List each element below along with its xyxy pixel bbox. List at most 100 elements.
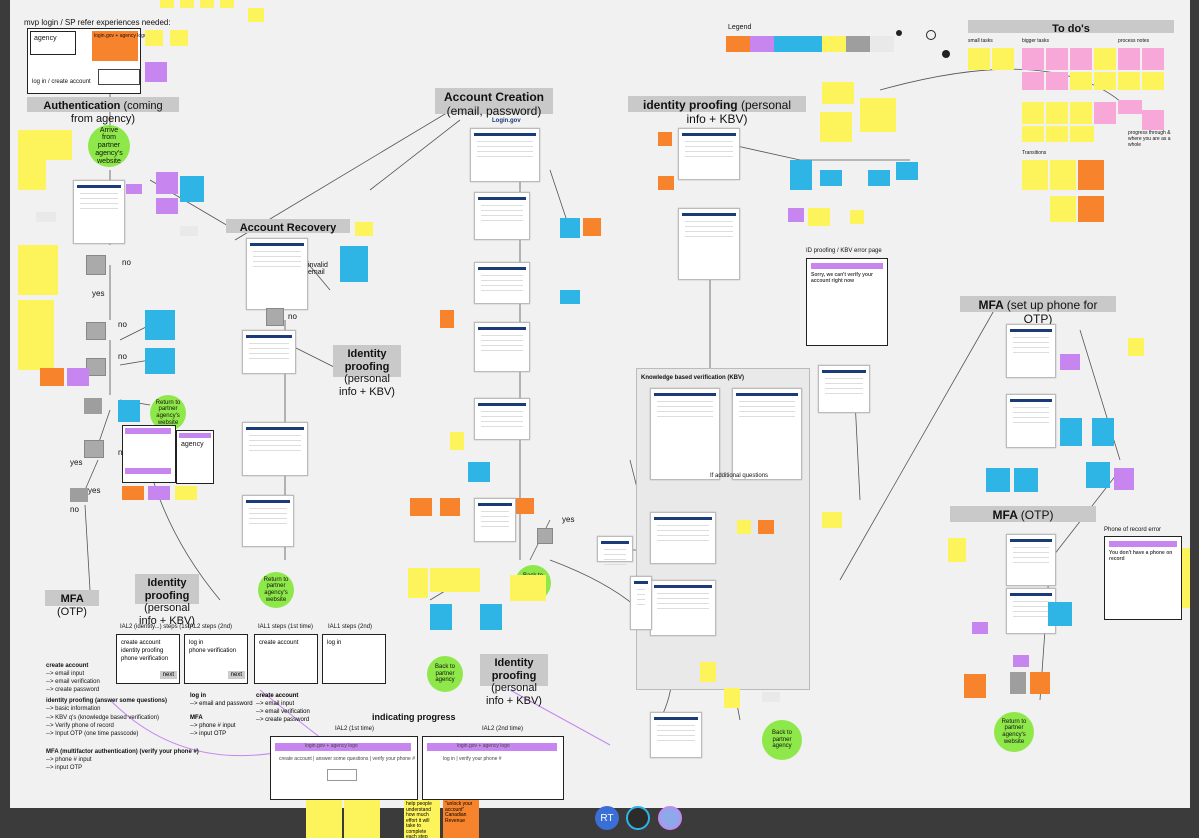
creation-screen-thumb-2[interactable] [474, 192, 530, 240]
kbv-mini-thumb[interactable] [597, 536, 633, 567]
sticky-note[interactable] [468, 462, 490, 482]
avatar-photo[interactable] [626, 806, 650, 830]
sticky-note[interactable] [948, 538, 966, 562]
sticky-note[interactable] [145, 30, 163, 46]
kbv-screen-thumb-3[interactable] [650, 512, 716, 564]
sticky-note[interactable] [1022, 126, 1044, 142]
sticky-note[interactable] [968, 48, 990, 70]
next-button[interactable]: next [227, 671, 245, 679]
sticky-note[interactable] [160, 0, 174, 8]
sticky-note[interactable] [822, 82, 854, 104]
sticky-note[interactable] [1118, 72, 1140, 90]
help-people-note[interactable]: help people understand how much effort i… [404, 800, 440, 838]
sticky-note[interactable] [790, 160, 812, 190]
sticky-note[interactable] [156, 198, 178, 214]
creation-screen-thumb-5[interactable] [474, 398, 530, 440]
sticky-note[interactable] [18, 245, 58, 295]
sticky-note[interactable] [724, 688, 740, 708]
kbv-question-thumb-2[interactable] [732, 388, 802, 480]
sticky-note[interactable] [1070, 126, 1094, 142]
sticky-note[interactable] [18, 160, 46, 190]
sticky-note[interactable] [1060, 418, 1082, 446]
recovery-screen-thumb-3[interactable] [242, 422, 308, 476]
next-button[interactable]: next [159, 671, 177, 679]
sticky-note[interactable] [18, 300, 54, 370]
sticky-note[interactable] [1048, 602, 1072, 626]
sticky-note[interactable] [408, 568, 428, 598]
recovery-screen-thumb-4[interactable] [242, 495, 294, 547]
mfa-screen-thumb[interactable] [1006, 324, 1056, 378]
sticky-note[interactable] [1060, 354, 1080, 370]
sticky-note[interactable] [1078, 196, 1104, 222]
sticky-note[interactable] [1022, 48, 1044, 70]
sticky-note[interactable] [145, 348, 175, 374]
sticky-note[interactable] [180, 176, 204, 202]
sticky-note[interactable] [986, 468, 1010, 492]
sticky-note[interactable] [510, 498, 534, 514]
sticky-note[interactable] [896, 162, 918, 180]
sticky-note[interactable] [1086, 462, 1110, 488]
creation-screen-thumb[interactable] [470, 128, 540, 182]
sticky-note[interactable] [1078, 160, 1104, 190]
sticky-note[interactable] [1118, 48, 1140, 70]
sticky-note[interactable] [1128, 338, 1144, 356]
sticky-note[interactable] [820, 112, 852, 142]
sticky-note[interactable] [450, 432, 464, 450]
sticky-note[interactable] [737, 520, 751, 534]
sticky-note[interactable] [175, 486, 197, 500]
sticky-note[interactable] [1094, 102, 1116, 124]
sticky-note[interactable] [1014, 468, 1038, 492]
sticky-note[interactable] [1046, 72, 1068, 90]
mfa-screen-thumb-2[interactable] [1006, 394, 1056, 448]
sticky-note[interactable] [340, 246, 368, 282]
sticky-note[interactable] [248, 8, 264, 22]
sticky-note[interactable] [344, 800, 380, 838]
kbv-screen-thumb-5[interactable] [650, 712, 702, 758]
sticky-note[interactable] [430, 568, 480, 592]
recovery-screen-thumb-2[interactable] [242, 330, 296, 374]
sticky-note[interactable] [430, 604, 452, 630]
sticky-note[interactable] [410, 498, 432, 516]
sticky-note[interactable] [1094, 72, 1116, 90]
sticky-note[interactable] [118, 400, 140, 422]
sticky-note[interactable] [762, 692, 780, 702]
sticky-note[interactable] [1010, 672, 1026, 694]
sticky-note[interactable] [18, 130, 72, 160]
sticky-note[interactable] [808, 208, 830, 226]
sticky-note[interactable] [1046, 102, 1068, 124]
sticky-note[interactable] [1092, 418, 1114, 446]
kbv-question-thumb[interactable] [650, 388, 720, 480]
kbv-info-thumb[interactable] [818, 365, 870, 413]
sticky-note[interactable] [148, 486, 170, 500]
sticky-note[interactable] [822, 512, 842, 528]
sticky-note[interactable] [1142, 110, 1164, 130]
sticky-note[interactable] [145, 62, 167, 82]
avatar-user-icon[interactable] [658, 806, 682, 830]
sticky-note[interactable] [180, 0, 194, 8]
sticky-note[interactable] [1094, 48, 1116, 70]
sticky-note[interactable] [1046, 126, 1068, 142]
sticky-note[interactable] [355, 222, 373, 236]
sticky-note[interactable] [126, 184, 142, 194]
sticky-note[interactable] [510, 575, 546, 601]
sticky-note[interactable] [700, 662, 716, 682]
sticky-note[interactable] [1022, 72, 1044, 90]
sticky-note[interactable] [992, 48, 1014, 70]
creation-screen-thumb-3[interactable] [474, 262, 530, 304]
avatar-rt[interactable]: RT [595, 806, 619, 830]
sticky-note[interactable] [1046, 48, 1068, 70]
sticky-note[interactable] [480, 604, 502, 630]
sticky-note[interactable] [180, 226, 198, 236]
sticky-note[interactable] [1030, 672, 1050, 694]
sticky-note[interactable] [1022, 160, 1048, 190]
sticky-note[interactable] [1050, 196, 1076, 222]
sticky-note[interactable] [1022, 102, 1044, 124]
sticky-note[interactable] [1070, 48, 1092, 70]
sticky-note[interactable] [1070, 102, 1092, 124]
sticky-note[interactable] [1142, 48, 1164, 70]
sticky-note[interactable] [788, 208, 804, 222]
kbv-mini-thumb-2[interactable] [630, 576, 652, 630]
sticky-note[interactable] [850, 210, 864, 224]
sticky-note[interactable] [1182, 548, 1190, 608]
sticky-note[interactable] [964, 674, 986, 698]
